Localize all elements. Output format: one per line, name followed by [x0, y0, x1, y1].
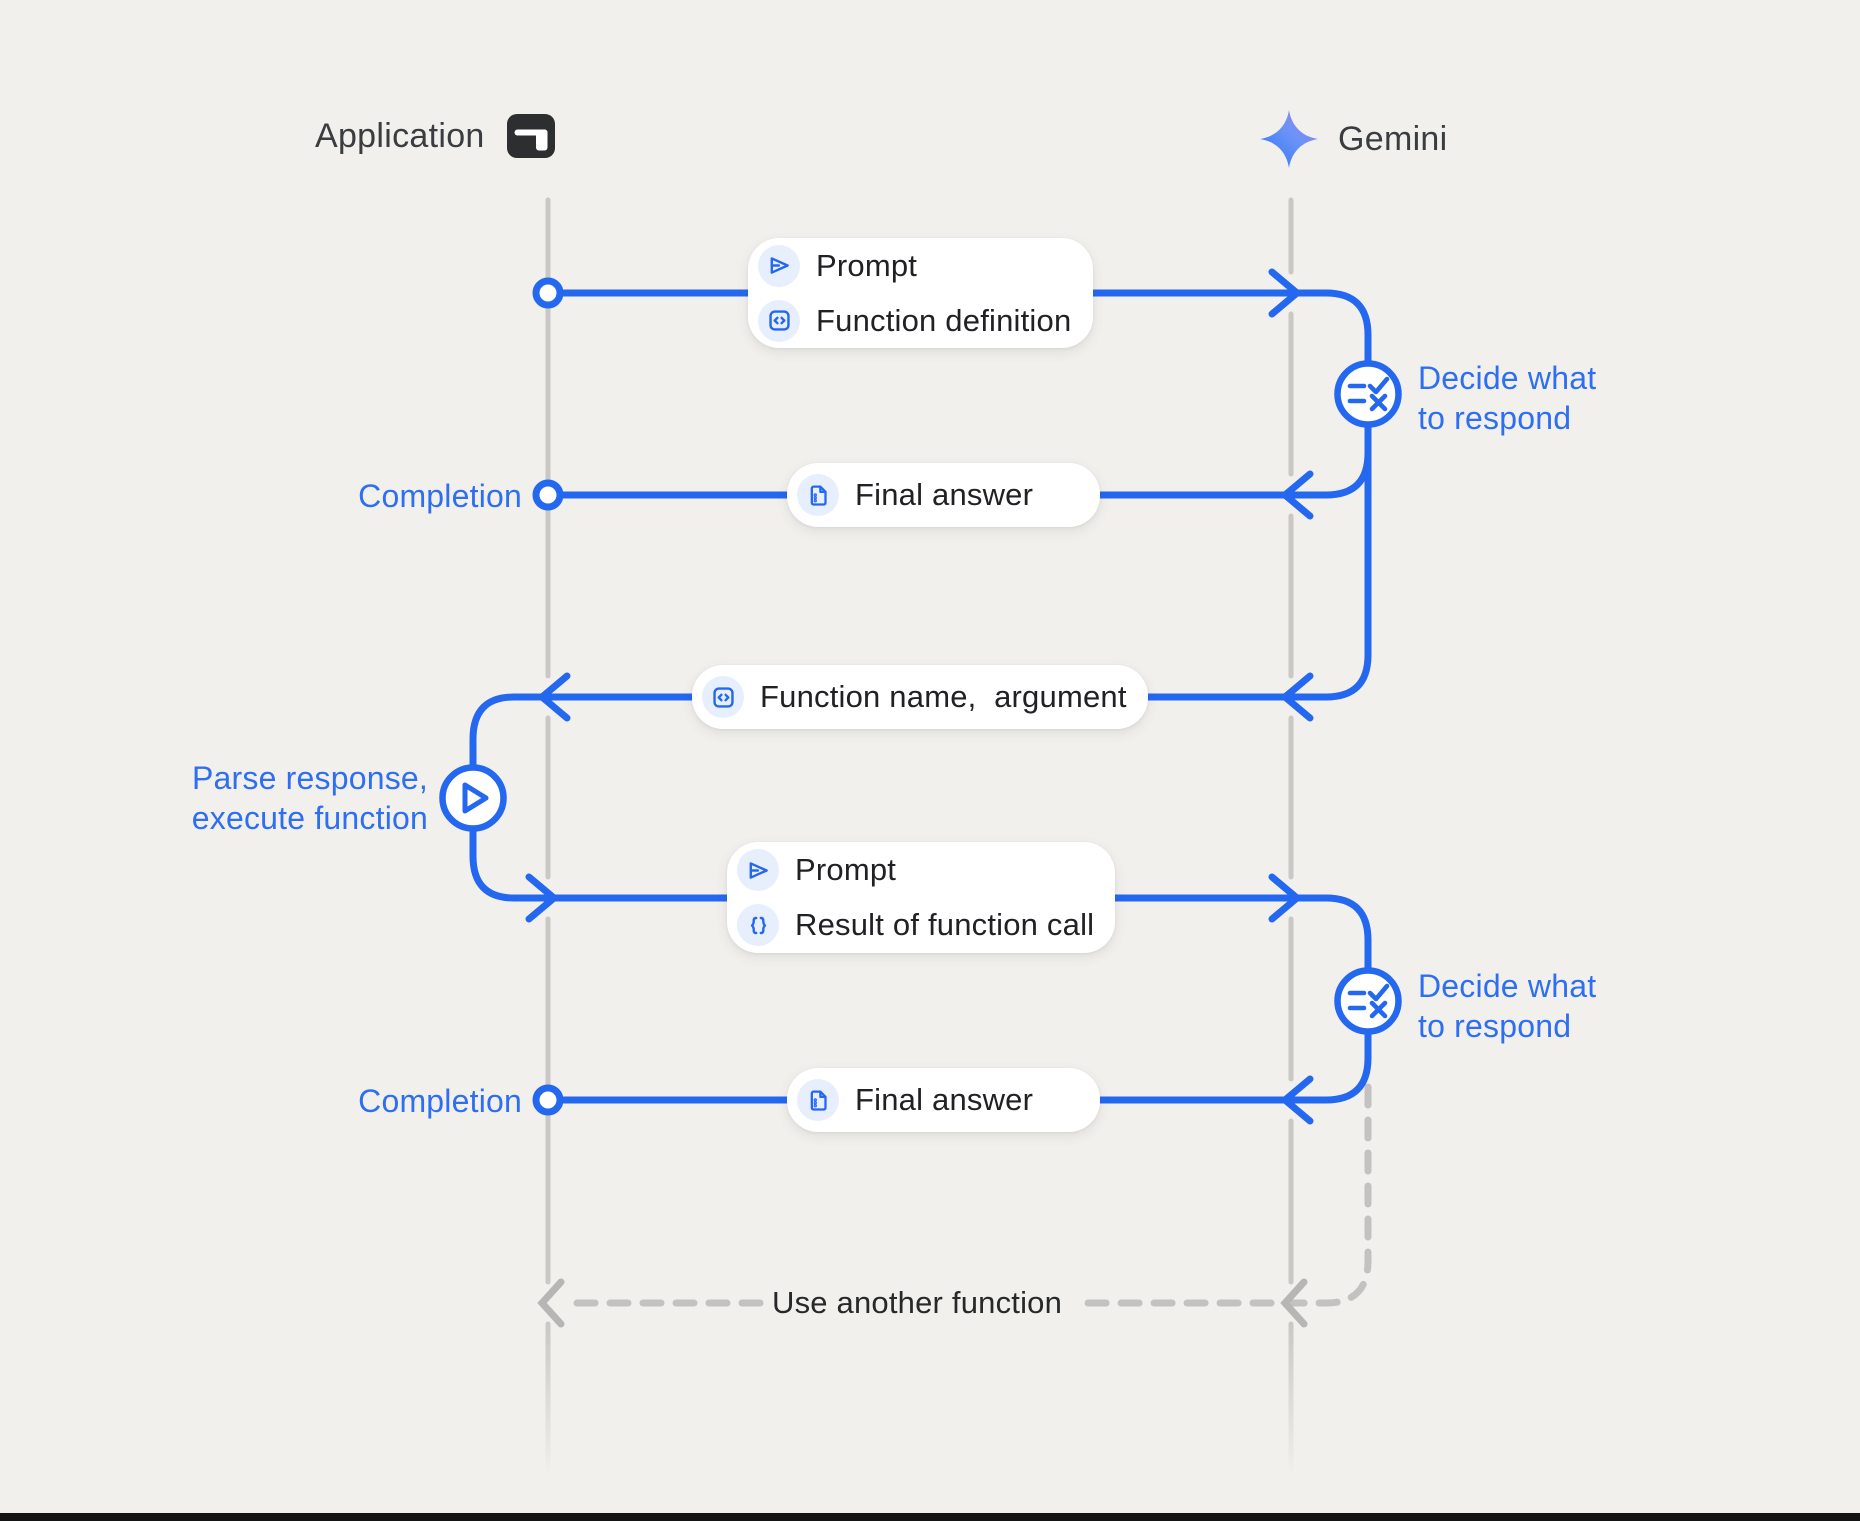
actor-application: Application: [315, 114, 555, 158]
gemini-sparkle-icon: [1260, 110, 1318, 168]
code-square-icon: [702, 676, 744, 718]
pill-row: Result of function call: [737, 904, 1115, 946]
pill-row: Function definition: [758, 299, 1093, 342]
send-icon: [737, 849, 779, 891]
decide-node-1: [1334, 360, 1402, 428]
arrowhead-left-final2: [1281, 1075, 1314, 1125]
completion-ring-2: [532, 1084, 564, 1116]
rule-icon: [1347, 376, 1390, 412]
document-icon: [797, 1079, 839, 1121]
arrowhead-right-prompt1: [1268, 268, 1301, 318]
completion-label-2: Completion: [358, 1083, 522, 1119]
pill-label: Prompt: [816, 247, 918, 283]
pill-label: Result of function call: [795, 907, 1095, 942]
play-icon: [462, 782, 489, 814]
pill-final-answer-2: Final answer: [787, 1068, 1100, 1132]
pill-label: Final answer: [855, 477, 1034, 512]
pill-label: Final answer: [855, 1082, 1034, 1117]
arrowhead-right-prompt2-g: [1268, 873, 1301, 923]
rule-icon: [1347, 983, 1390, 1019]
parse-node: [439, 764, 507, 832]
decide-label-2: Decide what to respond: [1418, 968, 1597, 1044]
arrowhead-left-final1: [1281, 470, 1314, 520]
use-another-function-dashed-path: [537, 1083, 1372, 1328]
pill-final-answer-1: Final answer: [787, 463, 1100, 527]
dashed-arrowhead-application: [537, 1278, 565, 1328]
pill-row: Function name, argument: [702, 676, 1148, 718]
braces-icon: [737, 904, 779, 946]
pill-function-name-argument: Function name, argument: [692, 665, 1148, 729]
start-ring-prompt1: [532, 277, 564, 309]
gemini-label: Gemini: [1338, 119, 1448, 158]
pill-prompt-function-definition: Prompt Function definition: [748, 238, 1093, 348]
arrowhead-left-fnname-g: [1281, 672, 1314, 722]
app-window-icon: [506, 114, 555, 158]
completion-label-1: Completion: [358, 478, 522, 514]
completion-ring-1: [532, 479, 564, 511]
decide-node-2: [1334, 967, 1402, 1035]
bottom-edge-bar: [0, 1513, 1860, 1521]
pill-label: Function name, argument: [760, 679, 1127, 714]
pill-label: Prompt: [795, 852, 897, 887]
arrowhead-left-fnname-a: [538, 672, 571, 722]
pill-prompt-result: Prompt Result of function call: [727, 842, 1115, 953]
send-icon: [758, 244, 800, 287]
code-square-icon: [758, 299, 800, 342]
pill-row: Prompt: [758, 244, 1093, 287]
decide-label-1: Decide what to respond: [1418, 360, 1597, 436]
pill-row: Prompt: [737, 849, 1115, 891]
parse-label: Parse response, execute function: [191, 760, 428, 836]
arrowhead-right-prompt2-a: [525, 873, 558, 923]
flow-final-answer-1-branch: [556, 449, 1372, 499]
pill-row: Final answer: [797, 1079, 1100, 1121]
dashed-arrowhead-gemini: [1280, 1278, 1308, 1328]
pill-label: Function definition: [816, 302, 1072, 338]
application-label: Application: [315, 116, 485, 155]
endpoint-rings: [532, 277, 564, 1116]
document-icon: [797, 474, 839, 516]
pill-row: Final answer: [797, 474, 1100, 516]
actor-gemini: Gemini: [1260, 110, 1448, 168]
use-another-function-label: Use another function: [772, 1285, 1063, 1320]
